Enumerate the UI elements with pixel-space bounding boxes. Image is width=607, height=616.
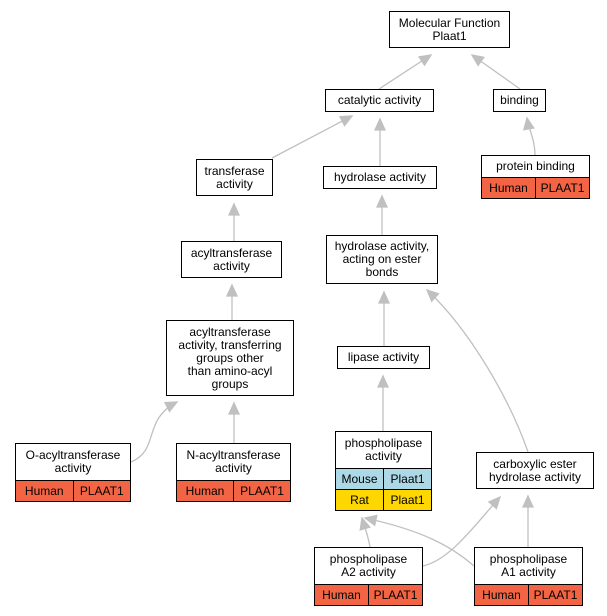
- node-label: lipase activity: [347, 350, 420, 364]
- edge-phospholipase-a2-to-carboxylic-ester: [422, 496, 501, 567]
- arrowhead: [375, 194, 389, 208]
- gene-cell: Plaat1: [383, 469, 431, 489]
- species-cell: Human: [482, 178, 535, 198]
- species-cell: Human: [315, 585, 368, 605]
- arrowhead: [522, 116, 535, 131]
- edge-transferase-activity-to-catalytic-activity: [271, 115, 353, 159]
- node-protein-binding[interactable]: protein binding Human PLAAT1: [481, 155, 590, 199]
- species-cell: Mouse: [336, 469, 383, 489]
- arrowhead: [359, 516, 371, 531]
- gene-cell: PLAAT1: [535, 178, 589, 198]
- species-cell: Rat: [336, 490, 383, 510]
- arrowhead: [377, 290, 391, 304]
- annotation-row: Human PLAAT1: [475, 584, 582, 605]
- annotation-row: Rat Plaat1: [336, 489, 431, 510]
- species-cell: Human: [16, 481, 73, 501]
- arrowhead: [487, 495, 502, 510]
- annotation-row: Human PLAAT1: [315, 584, 422, 605]
- arrowhead: [227, 401, 241, 415]
- node-hydrolase-activity[interactable]: hydrolase activity: [323, 166, 437, 189]
- arrowhead: [225, 283, 239, 297]
- node-label: hydrolase activity: [333, 170, 427, 184]
- node-label: binding: [500, 93, 539, 107]
- node-label: catalytic activity: [337, 93, 422, 107]
- arrowhead: [227, 202, 241, 216]
- node-binding[interactable]: binding: [493, 89, 546, 112]
- arrowhead: [373, 117, 387, 131]
- arrowhead: [417, 54, 433, 67]
- arrowhead: [521, 494, 535, 508]
- gene-cell: PLAAT1: [233, 481, 290, 501]
- arrowhead: [470, 54, 485, 67]
- node-lipase-activity[interactable]: lipase activity: [337, 346, 430, 369]
- species-cell: Human: [177, 481, 233, 501]
- node-label: protein binding: [496, 159, 575, 173]
- species-cell: Human: [475, 585, 528, 605]
- edge-carboxylic-ester-to-hydrolase-ester: [426, 289, 529, 453]
- arrowhead: [363, 514, 378, 527]
- edge-phospholipase-a1-to-phospholipase-activity: [364, 517, 475, 567]
- gene-cell: PLAAT1: [528, 585, 582, 605]
- arrowhead: [338, 115, 354, 127]
- annotation-row: Human PLAAT1: [177, 480, 290, 501]
- annotation-row: Human PLAAT1: [482, 177, 589, 198]
- gene-cell: Plaat1: [383, 490, 431, 510]
- arrowhead: [425, 288, 440, 303]
- gene-cell: PLAAT1: [72, 481, 130, 501]
- gene-cell: PLAAT1: [368, 585, 422, 605]
- arrowhead: [163, 401, 179, 413]
- annotation-row: Human PLAAT1: [16, 480, 130, 501]
- node-catalytic-activity[interactable]: catalytic activity: [325, 89, 434, 112]
- annotation-row: Mouse Plaat1: [336, 468, 431, 489]
- arrowhead: [376, 374, 390, 388]
